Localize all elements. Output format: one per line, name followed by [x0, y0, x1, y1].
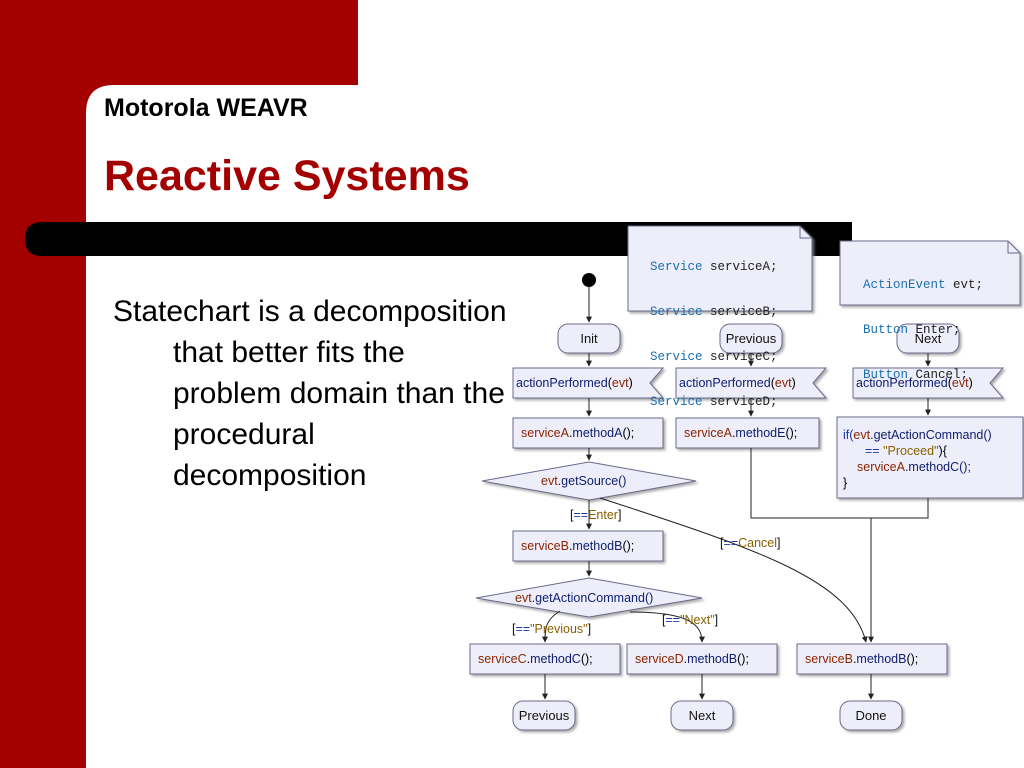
slide-body-text: Statechart is a decomposition that bette…	[113, 295, 507, 492]
state-previous-bottom: Previous	[518, 708, 570, 723]
guard-cancel: [==Cancel]	[720, 536, 781, 550]
state-previous-top: Previous	[725, 331, 777, 346]
note-services-text: Service serviceA; Service serviceB; Serv…	[650, 230, 778, 425]
state-done: Done	[855, 708, 887, 723]
decision-get-action-command: evt.getActionCommand()	[515, 591, 654, 605]
note-line: Service serviceC;	[650, 350, 778, 364]
note-line: Service serviceB;	[650, 305, 778, 319]
guard-enter: [==Enter]	[570, 508, 622, 522]
note-events-text: ActionEvent evt; Button Enter; Button Ca…	[863, 248, 983, 398]
decision-get-source: evt.getSource()	[541, 474, 627, 488]
action-serviceA-methodE: serviceA.methodE();	[684, 426, 798, 440]
action-serviceB-methodB: serviceB.methodB();	[521, 539, 635, 553]
action-serviceA-methodA: serviceA.methodA();	[521, 426, 635, 440]
note-line: Service serviceD;	[650, 395, 778, 409]
decision-diamonds	[475, 461, 703, 618]
guard-previous: [=="Previous"]	[512, 622, 592, 636]
action-serviceC-methodC: serviceC.methodC();	[478, 652, 593, 666]
note-line: Button Cancel;	[863, 368, 969, 382]
red-frame	[0, 0, 358, 768]
slide-subtitle: Motorola WEAVR	[104, 94, 308, 122]
initial-state-dot	[582, 273, 596, 287]
note-line: Button Enter;	[863, 323, 961, 337]
transitions	[542, 287, 931, 700]
state-next-bottom: Next	[688, 708, 716, 723]
signal-action-performed: actionPerformed(evt)	[856, 376, 973, 390]
note-line: ActionEvent evt;	[863, 278, 984, 292]
signal-action-performed: actionPerformed(evt)	[516, 376, 633, 390]
state-init: Init	[580, 331, 598, 346]
slide-title: Reactive Systems	[104, 152, 470, 200]
action-serviceD-methodB: serviceD.methodB();	[635, 652, 749, 666]
action-serviceB-methodB-done: serviceB.methodB();	[805, 652, 919, 666]
action-if-proceed: if(evt.getActionCommand() == "Proceed"){…	[843, 428, 992, 490]
note-events	[839, 240, 1021, 306]
state-next-top: Next	[914, 331, 942, 346]
state-pills	[512, 323, 960, 731]
note-line: Service serviceA;	[650, 260, 778, 274]
signal-action-performed: actionPerformed(evt)	[679, 376, 796, 390]
action-boxes	[469, 416, 1024, 675]
note-services	[627, 225, 813, 312]
signal-shapes	[512, 367, 1005, 399]
guard-next: [=="Next"]	[662, 613, 719, 627]
